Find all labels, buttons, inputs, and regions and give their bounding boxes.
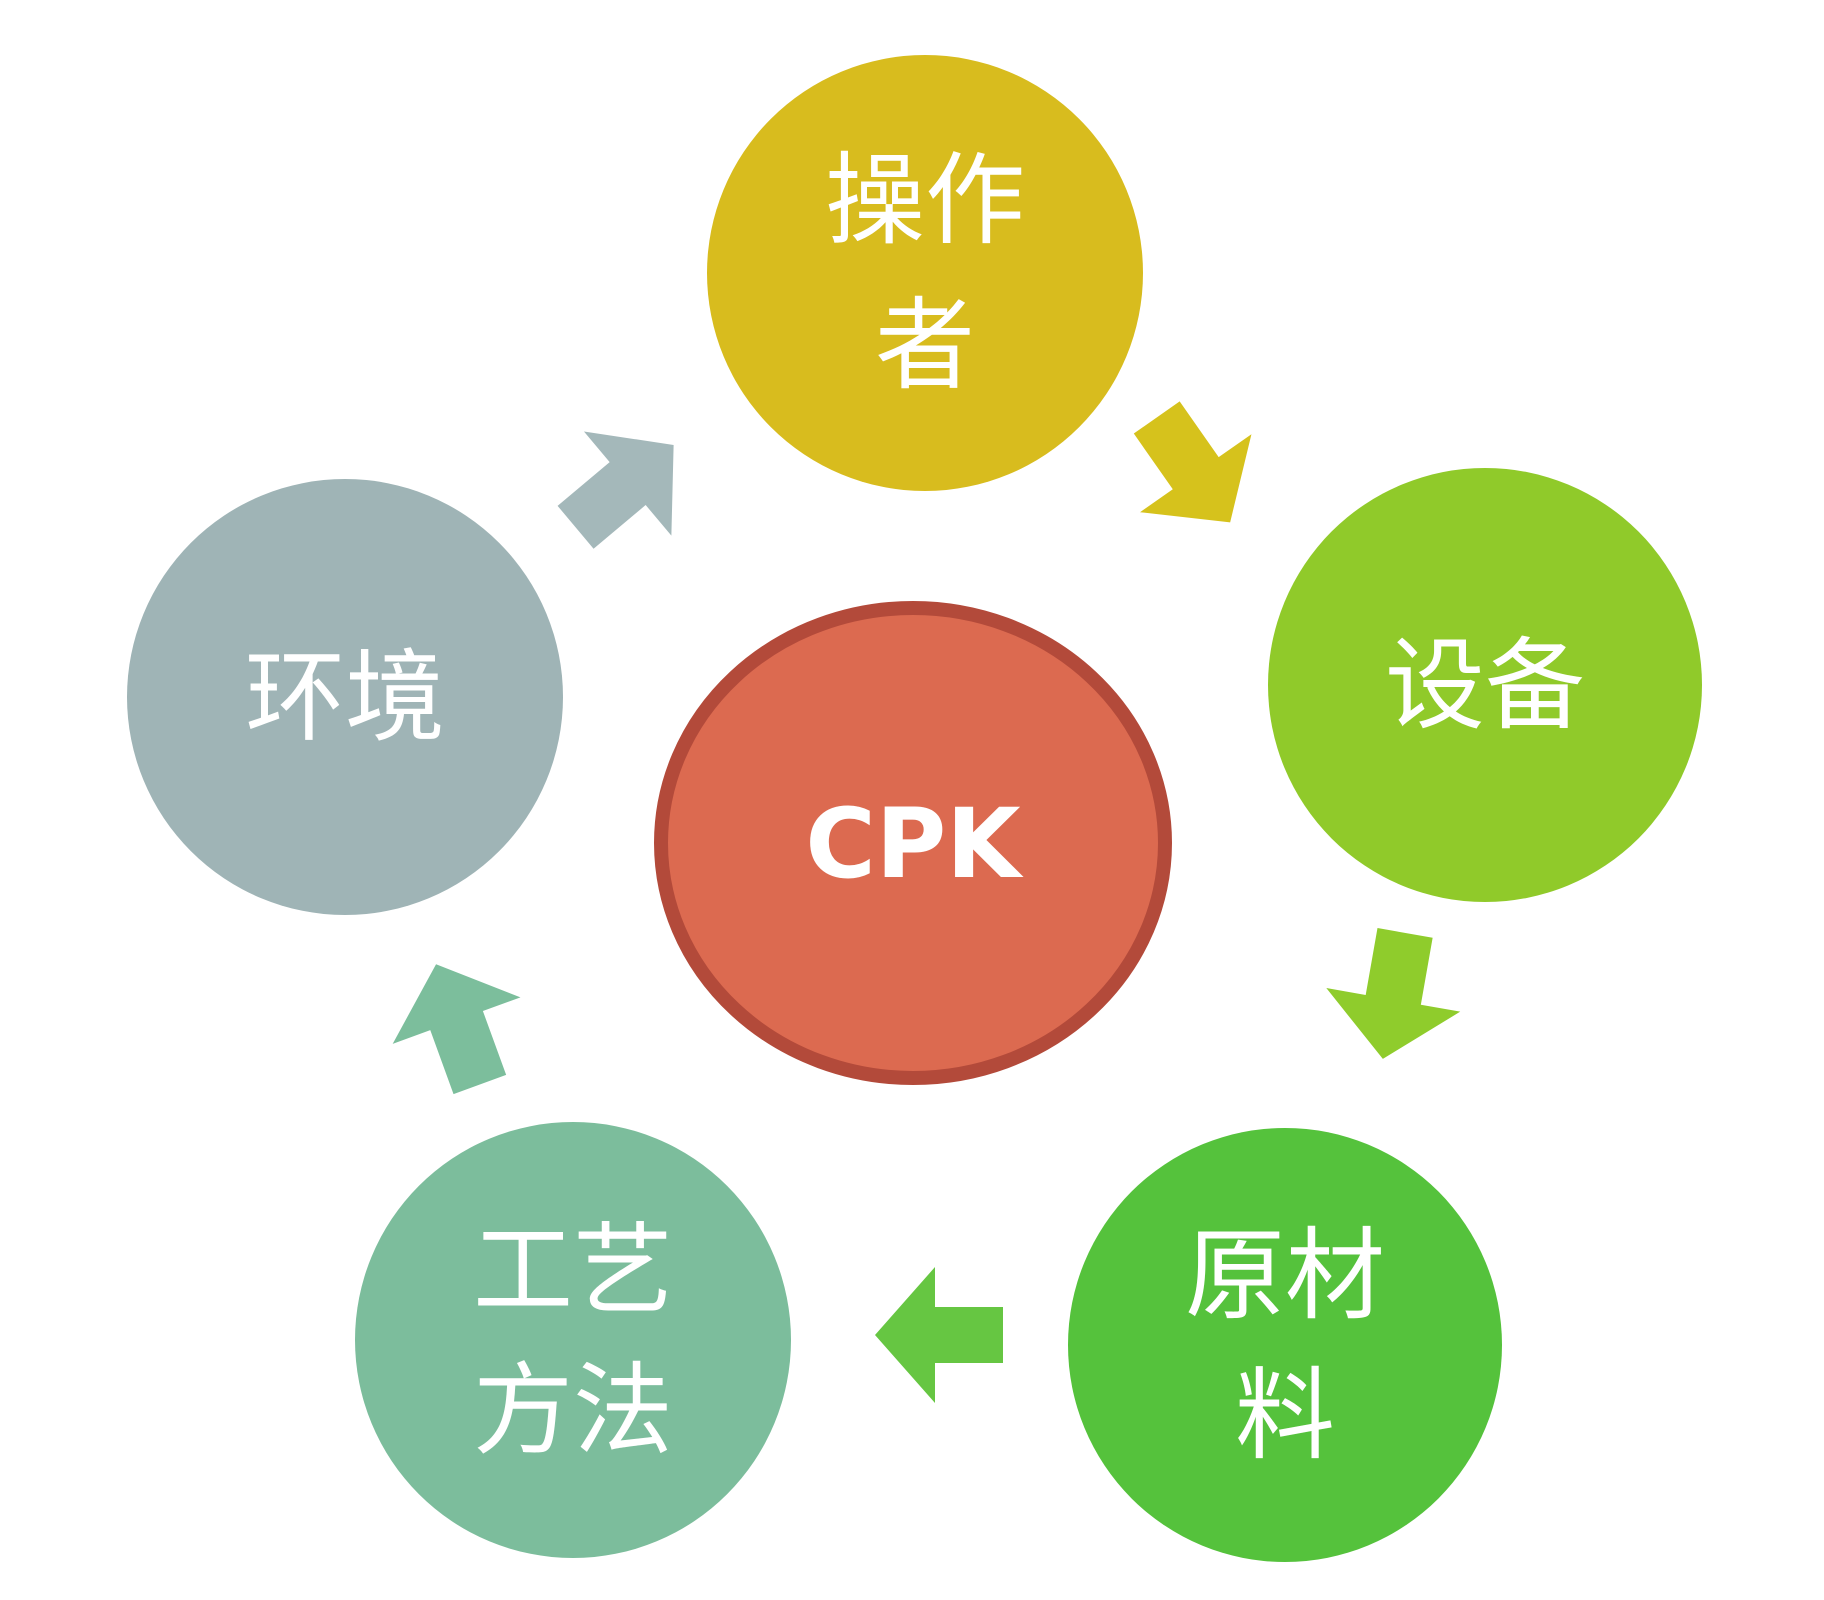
arrow-process-to-environment: [392, 964, 521, 1095]
node-circle-environment: [127, 479, 563, 915]
node-equipment: 设备: [1268, 468, 1702, 902]
node-label-material-line1: 原材: [1185, 1217, 1385, 1334]
node-circle-equipment: [1268, 468, 1702, 902]
center-node: CPK: [654, 601, 1172, 1085]
node-process: 工艺 方法: [355, 1122, 791, 1558]
node-environment: 环境: [127, 479, 563, 915]
node-label-environment: 环境: [245, 639, 445, 756]
center-circle: [654, 601, 1172, 1085]
node-label-equipment: 设备: [1385, 627, 1585, 744]
node-label-operator-line2: 者: [875, 287, 975, 404]
arrow-material-to-process: [875, 1267, 1003, 1403]
cycle-arrows: [392, 401, 1461, 1403]
arrow-equipment-to-material: [1326, 928, 1461, 1059]
node-label-operator-line1: 操作: [825, 142, 1025, 259]
arrow-environment-to-operator: [557, 431, 674, 549]
node-circle-operator: [707, 55, 1143, 491]
node-operator: 操作 者: [707, 55, 1143, 491]
node-label-process-line2: 方法: [473, 1352, 673, 1469]
node-label-process-line1: 工艺: [473, 1212, 673, 1329]
arrow-operator-to-equipment: [1133, 401, 1252, 523]
center-label: CPK: [805, 788, 1024, 900]
node-label-material-line2: 料: [1235, 1357, 1335, 1474]
node-circle-material: [1068, 1128, 1502, 1562]
node-material: 原材 料: [1068, 1128, 1502, 1562]
node-circle-process: [355, 1122, 791, 1558]
